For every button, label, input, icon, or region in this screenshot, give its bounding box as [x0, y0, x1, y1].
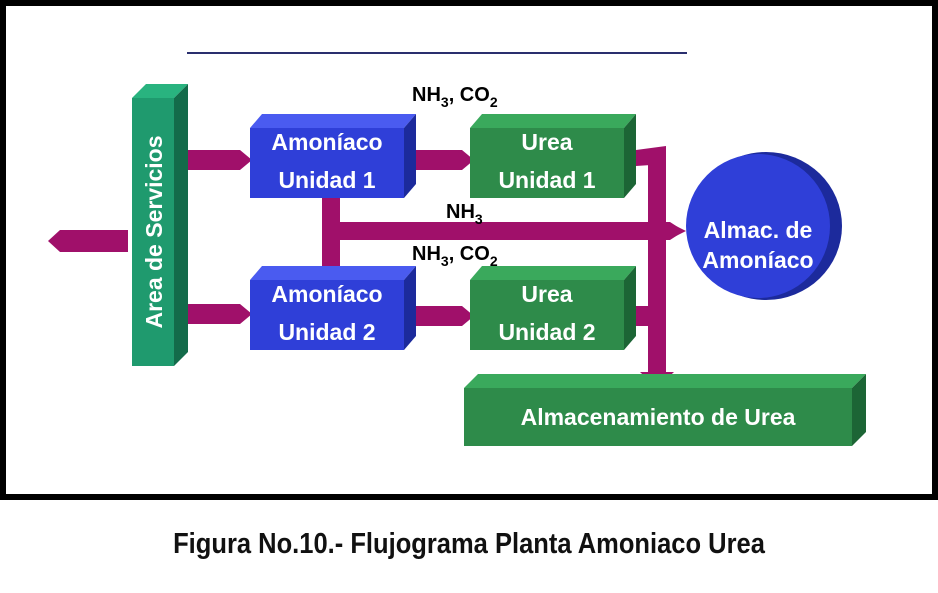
amoniaco-unidad-2-box: Amoníaco Unidad 2 — [250, 266, 416, 350]
arrow-input — [48, 230, 128, 252]
urea-1-line2: Unidad 1 — [498, 167, 595, 193]
amoniaco-unidad-1-box: Amoníaco Unidad 1 — [250, 114, 416, 198]
almacenamiento-urea-box: Almacenamiento de Urea — [464, 374, 866, 446]
amoniaco-2-line2: Unidad 2 — [278, 319, 375, 345]
arrow-amoniaco1-urea1 — [405, 150, 474, 170]
arrow-urea1-vertical-top — [636, 146, 666, 166]
urea-2-line2: Unidad 2 — [498, 319, 595, 345]
flow-diagram: Area de Servicios Amoníaco Unidad 1 Amon… — [48, 52, 866, 446]
flow-label-middle: NH3 — [446, 201, 483, 227]
arrow-amoniaco2-urea2 — [405, 306, 474, 326]
amoniaco-2-line1: Amoníaco — [271, 281, 382, 307]
urea-1-line1: Urea — [521, 129, 572, 155]
urea-vertical-overlay — [648, 196, 666, 374]
almac-amoniaco-line2: Amoníaco — [702, 247, 813, 273]
arrow-servicios-amoniaco1 — [172, 150, 252, 170]
flow-label-lower: NH3, CO2 — [412, 243, 498, 269]
figure-caption: Figura No.10.- Flujograma Planta Amoniac… — [173, 528, 765, 560]
arrow-nh3-storage — [330, 222, 684, 240]
amoniaco-1-line1: Amoníaco — [271, 129, 382, 155]
area-servicios-label: Area de Servicios — [141, 135, 167, 328]
arrow-nh3-tip — [668, 222, 686, 240]
almacenamiento-urea-label: Almacenamiento de Urea — [521, 404, 796, 430]
almac-amoniaco-line1: Almac. de — [704, 217, 813, 243]
urea-unidad-1-box: Urea Unidad 1 — [470, 114, 636, 198]
arrow-servicios-amoniaco2 — [172, 304, 252, 324]
urea-unidad-2-box: Urea Unidad 2 — [470, 266, 636, 350]
amoniaco-1-line2: Unidad 1 — [278, 167, 375, 193]
flow-label-top: NH3, CO2 — [412, 84, 498, 110]
urea-2-line1: Urea — [521, 281, 572, 307]
area-servicios-box: Area de Servicios — [132, 84, 188, 366]
almac-amoniaco-circle: Almac. de Amoníaco — [686, 152, 842, 300]
